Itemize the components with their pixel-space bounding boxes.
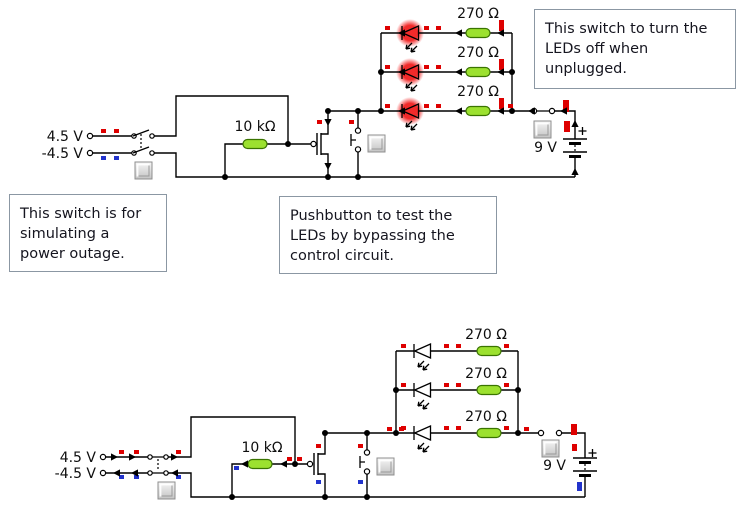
top-led-resistor-2	[465, 66, 491, 78]
bottom-led-resistor-2	[476, 384, 502, 396]
plus-sign	[578, 127, 587, 135]
top-led-resistor-1	[465, 27, 491, 39]
bottom-led-3	[413, 425, 432, 453]
bottom-negative-markers	[119, 466, 582, 491]
top-power-switch[interactable]	[86, 129, 155, 157]
bottom-junctions	[229, 387, 521, 500]
bottom-power-switch-button[interactable]	[157, 481, 176, 500]
top-pushbutton[interactable]	[350, 127, 362, 153]
bottom-mosfet-gate-bubble	[306, 460, 314, 468]
bottom-led-resistor-3	[476, 427, 502, 439]
top-led-resistor-label-2: 270 Ω	[457, 45, 499, 61]
bottom-battery-switch-button[interactable]	[541, 439, 560, 458]
bottom-led-2	[413, 382, 432, 410]
note-pushbutton-text: Pushbutton to test the LEDs by bypassing…	[290, 208, 455, 264]
top-mosfet-gate-bubble	[310, 140, 317, 148]
bottom-pushbutton[interactable]	[359, 449, 371, 475]
bottom-pushbutton-button[interactable]	[376, 457, 395, 476]
bottom-led-resistor-label-2: 270 Ω	[465, 366, 507, 382]
bottom-battery-label: 9 V	[543, 458, 566, 474]
bottom-led-resistor-label-3: 270 Ω	[465, 409, 507, 425]
note-unplug-text: This switch to turn the LEDs off when un…	[545, 21, 708, 77]
top-battery	[563, 120, 587, 175]
bottom-circuit: 4.5 V -4.5 V 10 kΩ 270 Ω 270 Ω 270 Ω 9 V	[55, 327, 597, 500]
top-gate-resistor	[242, 138, 268, 150]
bottom-led-1	[413, 343, 432, 371]
note-power-outage: This switch is for simulating a power ou…	[9, 194, 167, 272]
top-supply-pos-label: 4.5 V	[47, 129, 84, 145]
bottom-led-resistor-1	[476, 345, 502, 357]
top-circuit: 4.5 V -4.5 V 10 kΩ 270 Ω 270 Ω 270 Ω 9 V	[42, 6, 587, 180]
note-outage-text: This switch is for simulating a power ou…	[20, 206, 142, 262]
bottom-power-switch[interactable]	[99, 453, 169, 477]
top-pushbutton-button[interactable]	[367, 134, 386, 153]
top-power-switch-button[interactable]	[134, 161, 153, 180]
bottom-gate-resistor-label: 10 kΩ	[241, 440, 282, 456]
top-junctions	[222, 69, 515, 180]
top-led-resistor-label-1: 270 Ω	[457, 6, 499, 22]
bottom-battery-switch[interactable]	[537, 429, 563, 437]
bottom-positive-markers	[119, 344, 577, 461]
top-battery-label: 9 V	[534, 140, 557, 156]
top-led-resistor-label-3: 270 Ω	[457, 84, 499, 100]
note-unplug-switch: This switch to turn the LEDs off when un…	[534, 9, 736, 89]
bottom-battery	[573, 449, 597, 477]
top-led-resistor-3	[465, 105, 491, 117]
bottom-mosfet	[306, 433, 326, 497]
bottom-led-resistor-label-1: 270 Ω	[465, 327, 507, 343]
top-supply-neg-label: -4.5 V	[42, 146, 84, 162]
top-negative-markers	[101, 156, 119, 160]
note-pushbutton: Pushbutton to test the LEDs by bypassing…	[279, 196, 497, 274]
top-gate-resistor-label: 10 kΩ	[234, 119, 275, 135]
top-battery-switch-button[interactable]	[533, 120, 552, 139]
top-positive-markers	[101, 20, 570, 133]
bottom-supply-neg-label: -4.5 V	[55, 466, 97, 482]
bottom-gate-resistor	[247, 458, 273, 470]
top-mosfet	[310, 111, 332, 177]
plus-sign	[588, 449, 597, 457]
bottom-supply-pos-label: 4.5 V	[60, 450, 97, 466]
